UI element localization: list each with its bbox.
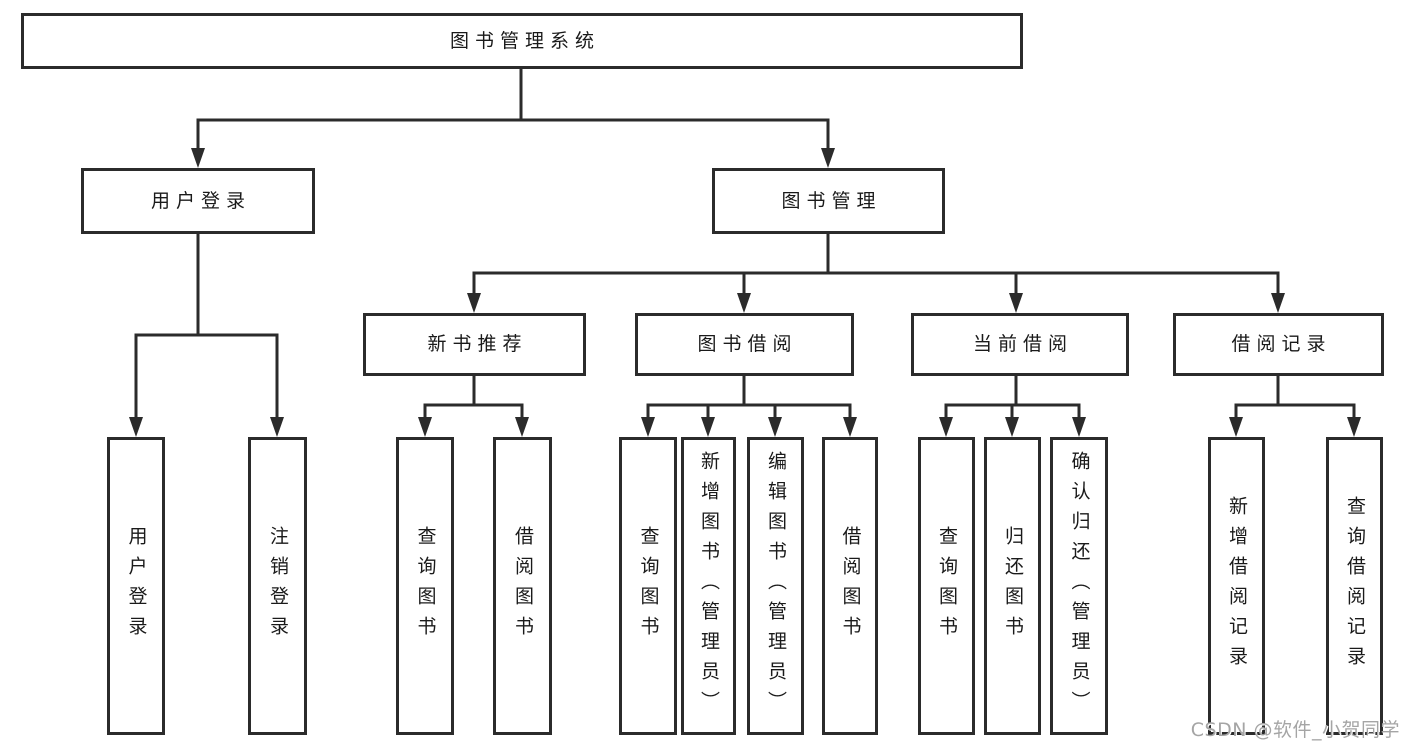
leaf-user-login: 用户登录 <box>107 437 165 735</box>
node-book-borrowing: 图书借阅 <box>635 313 854 376</box>
leaf-records-add-record: 新增借阅记录 <box>1208 437 1265 735</box>
connector-recommend-children <box>423 374 524 423</box>
leaf-borrowing-query-books: 查询图书 <box>619 437 677 735</box>
leaf-records-query-record: 查询借阅记录 <box>1326 437 1383 735</box>
leaf-current-return-books: 归还图书 <box>984 437 1041 735</box>
connector-root-to-level2 <box>196 67 830 154</box>
leaf-recommend-query-books: 查询图书 <box>396 437 454 735</box>
node-user-login-group: 用户登录 <box>81 168 315 234</box>
node-new-book-recommend: 新书推荐 <box>363 313 586 376</box>
leaf-borrowing-borrow-books: 借阅图书 <box>822 437 878 735</box>
node-book-management: 图书管理 <box>712 168 945 234</box>
connector-records-children <box>1234 374 1356 423</box>
leaf-current-query-books: 查询图书 <box>918 437 975 735</box>
node-borrowing-records: 借阅记录 <box>1173 313 1384 376</box>
leaf-borrowing-add-books-admin: 新增图书（管理员） <box>681 437 736 735</box>
connector-user-login-children <box>134 232 279 423</box>
node-library-system: 图书管理系统 <box>21 13 1023 69</box>
leaf-logout: 注销登录 <box>248 437 307 735</box>
leaf-borrowing-edit-books-admin: 编辑图书（管理员） <box>747 437 804 735</box>
connector-book-management-children <box>472 232 1280 299</box>
node-current-borrowing: 当前借阅 <box>911 313 1129 376</box>
leaf-recommend-borrow-books: 借阅图书 <box>493 437 552 735</box>
connector-borrowing-children <box>646 374 852 423</box>
leaf-current-confirm-return-admin: 确认归还（管理员） <box>1050 437 1108 735</box>
connector-current-children <box>944 374 1081 423</box>
